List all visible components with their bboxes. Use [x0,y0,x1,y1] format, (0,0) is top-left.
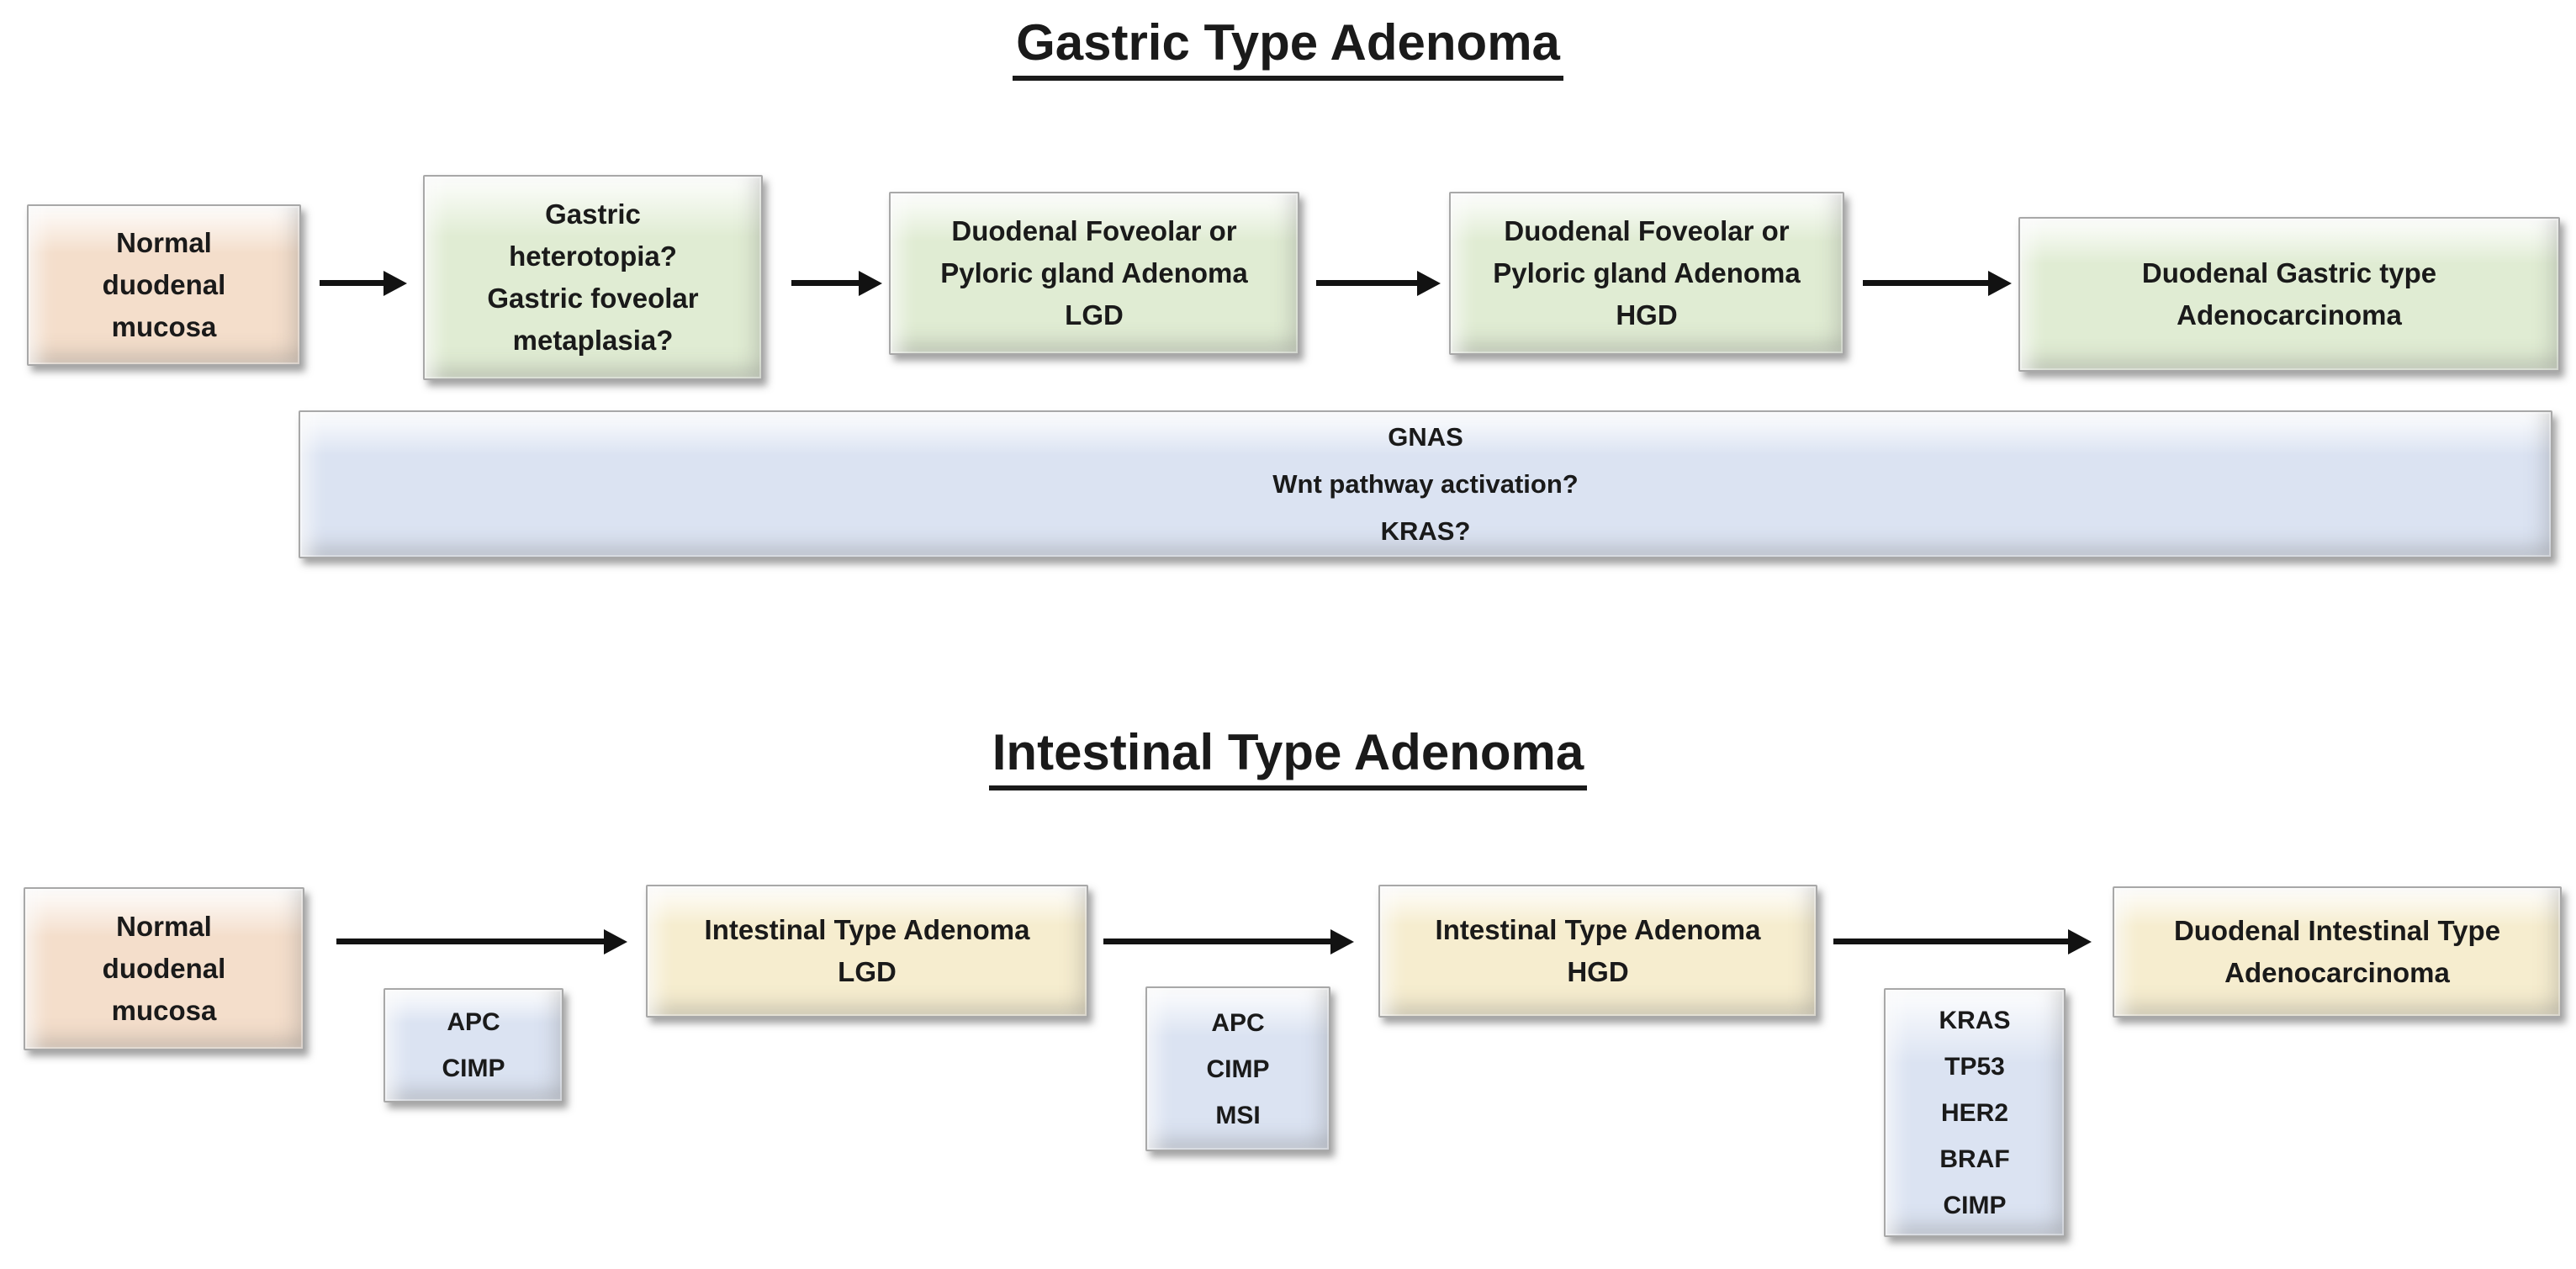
node-intestinal-adenoma-lgd: Intestinal Type Adenoma LGD [646,885,1088,1018]
flow-arrow-icon [1103,939,1330,944]
mutation-box-apc-cimp: APC CIMP [383,988,563,1102]
gastric-mutation-band: GNAS Wnt pathway activation? KRAS? [299,410,2552,558]
flow-arrow-icon [1863,280,1988,286]
flow-arrow-icon [791,280,859,286]
mutation-box-kras-tp53-her2-braf-cimp: KRAS TP53 HER2 BRAF CIMP [1884,988,2066,1237]
node-gastric-heterotopia-metaplasia: Gastric heterotopia? Gastric foveolar me… [423,175,763,380]
node-label: Duodenal Foveolar or Pyloric gland Adeno… [1493,215,1801,330]
node-label: Gastric heterotopia? Gastric foveolar me… [487,198,699,356]
node-normal-duodenal-mucosa-intestinal: Normal duodenal mucosa [24,887,304,1050]
node-label: Normal duodenal mucosa [102,227,226,342]
node-label: Intestinal Type Adenoma LGD [704,914,1030,987]
mutation-box-apc-cimp-msi: APC CIMP MSI [1145,986,1330,1151]
node-foveolar-pyloric-adenoma-lgd: Duodenal Foveolar or Pyloric gland Adeno… [889,192,1299,355]
flow-arrow-icon [320,280,383,286]
node-foveolar-pyloric-adenoma-hgd: Duodenal Foveolar or Pyloric gland Adeno… [1449,192,1844,355]
mutation-label: KRAS TP53 HER2 BRAF CIMP [1939,1006,2011,1219]
node-duodenal-intestinal-adenocarcinoma: Duodenal Intestinal Type Adenocarcinoma [2113,886,2562,1018]
mutation-band-label: GNAS Wnt pathway activation? KRAS? [1272,422,1579,546]
flow-arrow-icon [1316,280,1417,286]
node-label: Duodenal Intestinal Type Adenocarcinoma [2173,915,2501,988]
node-normal-duodenal-mucosa-gastric: Normal duodenal mucosa [27,204,301,366]
node-duodenal-gastric-adenocarcinoma: Duodenal Gastric type Adenocarcinoma [2018,217,2560,372]
node-label: Duodenal Gastric type Adenocarcinoma [2141,257,2437,330]
flow-arrow-icon [1833,939,2068,944]
mutation-label: APC CIMP MSI [1206,1008,1270,1129]
gastric-section-title-text: Gastric Type Adenoma [1013,13,1563,81]
node-label: Duodenal Foveolar or Pyloric gland Adeno… [940,215,1248,330]
node-intestinal-adenoma-hgd: Intestinal Type Adenoma HGD [1378,885,1817,1018]
node-label: Normal duodenal mucosa [102,911,226,1026]
intestinal-section-title-text: Intestinal Type Adenoma [988,723,1588,790]
gastric-section-title: Gastric Type Adenoma [0,13,2576,81]
flow-arrow-icon [336,939,604,944]
node-label: Intestinal Type Adenoma HGD [1435,914,1761,987]
intestinal-section-title: Intestinal Type Adenoma [0,723,2576,790]
mutation-label: APC CIMP [442,1008,505,1082]
